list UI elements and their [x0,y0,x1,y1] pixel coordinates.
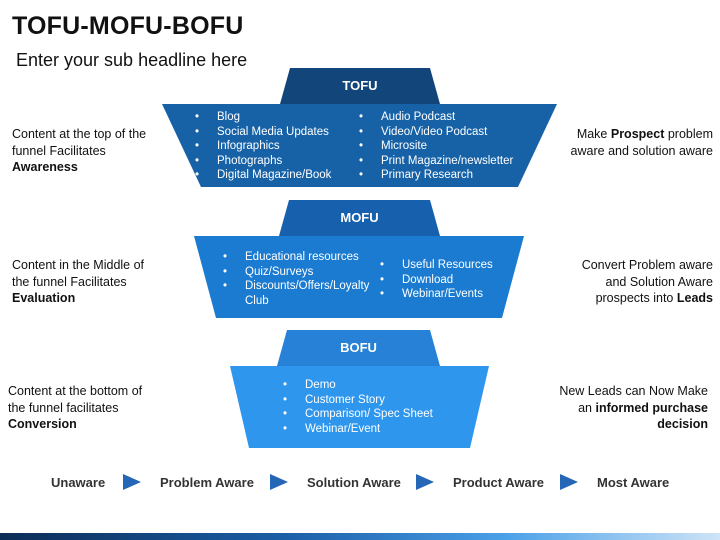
mofu-tab [279,200,440,236]
list-item: Microsite [357,139,537,154]
list-item: Video/Video Podcast [357,125,537,140]
list-item: Infographics [193,139,363,154]
tofu-right-list: Audio Podcast Video/Video Podcast Micros… [357,110,537,183]
bofu-label: BOFU [340,340,377,355]
list-item: Photographs [193,154,363,169]
bofu-list: Demo Customer Story Comparison/ Spec She… [281,378,451,436]
mofu-right-description: Convert Problem aware and Solution Aware… [581,258,713,305]
tofu-right-description: Make Prospect problem aware and solution… [570,127,713,158]
bofu-left-description: Content at the bottom of the funnel faci… [8,384,143,431]
list-item: Audio Podcast [357,110,537,125]
mofu-left-list: Educational resources Quiz/Surveys Disco… [221,250,381,308]
stage-product-aware: Product Aware [453,475,545,490]
list-item: Primary Research [357,168,537,183]
arrow-right-icon [416,474,434,490]
list-item: Print Magazine/newsletter [357,154,537,169]
stage-problem-aware: Problem Aware [160,475,254,490]
list-item: Quiz/Surveys [221,265,381,280]
list-item: Educational resources [221,250,381,265]
bofu-right-description: New Leads can Now Make an informed purch… [559,384,708,431]
arrow-right-icon [123,474,141,490]
list-item: Demo [281,378,451,393]
tofu-left-list: Blog Social Media Updates Infographics P… [193,110,363,183]
mofu-label: MOFU [340,210,379,225]
list-item: Webinar/Event [281,422,451,437]
tofu-left-description: Content at the top of the funnel Facilit… [12,127,147,174]
page-title: TOFU-MOFU-BOFU [12,12,244,40]
mofu-left-description: Content in the Middle of the funnel Faci… [12,258,145,305]
list-item: Customer Story [281,393,451,408]
stage-solution-aware: Solution Aware [307,475,401,490]
stage-unaware: Unaware [51,475,106,490]
bofu-tab [277,330,440,366]
footer-gradient-bar [0,533,720,540]
page-subtitle: Enter your sub headline here [16,50,248,70]
list-item: Useful Resources [378,258,498,273]
arrow-right-icon [270,474,288,490]
list-item: Download [378,273,498,288]
tofu-tab [280,68,440,104]
list-item: Comparison/ Spec Sheet [281,407,451,422]
list-item: Discounts/Offers/Loyalty Club [221,279,381,308]
list-item: Social Media Updates [193,125,363,140]
tofu-label: TOFU [342,78,378,93]
list-item: Webinar/Events [378,287,498,302]
mofu-right-list: Useful Resources Download Webinar/Events [378,258,498,302]
arrow-right-icon [560,474,578,490]
list-item: Digital Magazine/Book [193,168,363,183]
list-item: Blog [193,110,363,125]
stage-most-aware: Most Aware [597,475,670,490]
